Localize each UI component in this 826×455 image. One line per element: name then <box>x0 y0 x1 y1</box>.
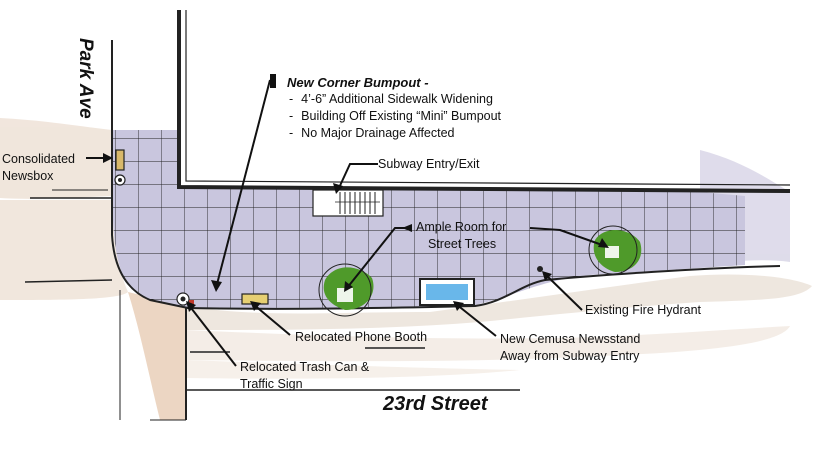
trees-label-line2: Street Trees <box>428 237 497 251</box>
arrowheads <box>103 153 609 312</box>
newsstand-label-line2: Away from Subway Entry <box>500 349 640 363</box>
bumpout-bullet: -4’-6” Additional Sidewalk Widening <box>289 92 493 106</box>
leader-lines <box>86 79 606 367</box>
bumpout-bullet: -Building Off Existing “Mini” Bumpout <box>289 109 502 123</box>
phone-booth-label: Relocated Phone Booth <box>295 330 428 344</box>
trees-label-line1: Ample Room for <box>416 220 507 234</box>
trash-label-line1: Relocated Trash Can & <box>240 360 370 374</box>
curb-line <box>185 265 781 310</box>
building-edge <box>177 10 791 193</box>
park-ave-curb <box>111 40 189 309</box>
bumpout-title: New Corner Bumpout - <box>287 75 429 90</box>
newsbox <box>115 149 125 171</box>
sidewalk <box>113 130 745 308</box>
subway-label: Subway Entry/Exit <box>378 157 480 171</box>
newsbox-label-line1: Consolidated <box>2 152 75 166</box>
park-ave-label: Park Ave <box>75 38 96 119</box>
newsstand <box>419 278 475 306</box>
bumpout-bullet: -No Major Drainage Affected <box>289 126 455 140</box>
newsbox-label-line2: Newsbox <box>2 169 54 183</box>
twenty-third-street-label: 23rd Street <box>383 393 488 415</box>
trash-label-line2: Traffic Sign <box>240 377 303 391</box>
hydrant-label: Existing Fire Hydrant <box>585 303 702 317</box>
subway-entry <box>312 189 384 217</box>
newsstand-label-line1: New Cemusa Newsstand <box>500 332 641 346</box>
fire-hydrant <box>537 266 543 272</box>
street-tree-2 <box>588 225 642 275</box>
